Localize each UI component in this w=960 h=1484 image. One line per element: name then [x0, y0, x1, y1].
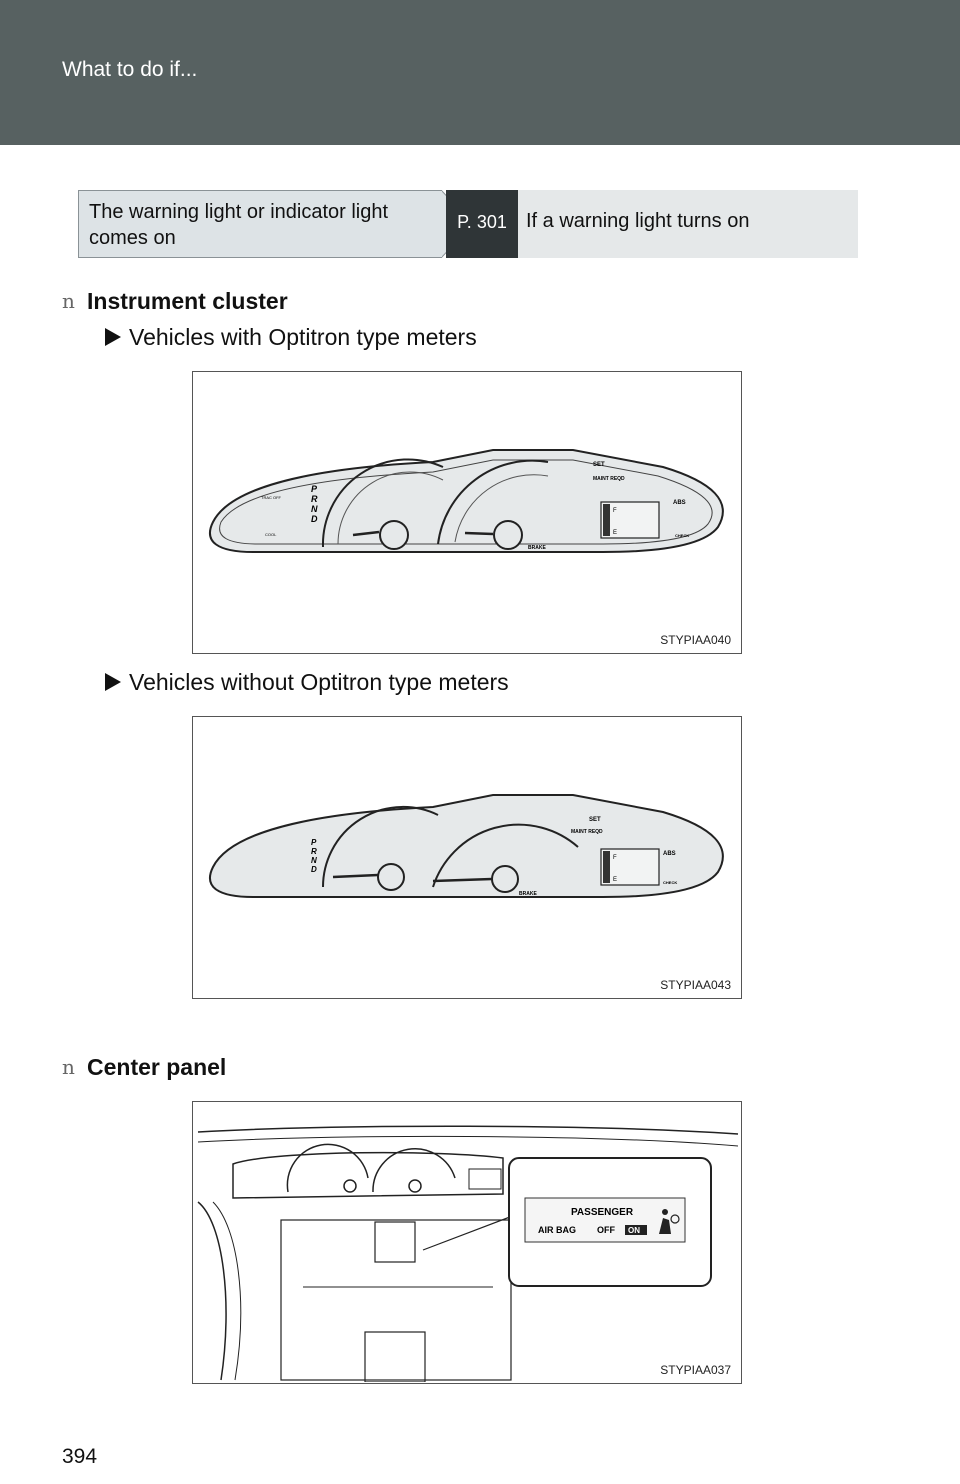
gear-n: N: [311, 504, 318, 514]
gear-d: D: [311, 865, 317, 874]
page-number: 394: [62, 1445, 98, 1468]
check-label: CHECK: [663, 880, 677, 885]
figure-optitron-cluster: P R N D MAINT REQD SET ABS CHECK BRAKE F…: [192, 371, 742, 654]
fuel-f-label: F: [613, 855, 617, 861]
seat-airbag-icon: [659, 1209, 680, 1234]
gear-r: R: [311, 494, 318, 504]
gear-d: D: [311, 514, 318, 524]
trac-off-label: TRAC OFF: [261, 495, 282, 500]
fuel-f-label: F: [613, 508, 617, 514]
figure-code-optitron: STYPIAA040: [660, 633, 731, 647]
triangle-marker-icon: [105, 328, 121, 346]
airbag-label: AIR BAG: [538, 1225, 576, 1235]
heading-instrument-cluster: Instrument cluster: [87, 288, 288, 314]
cluster-illustration: P R N D MAINT REQD SET ABS CHECK BRAKE F…: [208, 449, 724, 553]
maint-reqd-label: MAINT REQD: [593, 476, 625, 482]
gear-p: P: [311, 838, 317, 847]
subheading-non-optitron: Vehicles without Optitron type meters: [105, 669, 509, 696]
off-label: OFF: [597, 1225, 615, 1235]
action-text: If a warning light turns on: [518, 190, 858, 258]
condition-text: The warning light or indicator light com…: [89, 201, 389, 249]
cool-label: COOL: [265, 532, 277, 537]
subheading-optitron: Vehicles with Optitron type meters: [105, 324, 477, 351]
cluster-illustration: P R N D MAINT REQD SET ABS CHECK BRAKE F…: [208, 794, 724, 898]
figure-code-non-optitron: STYPIAA043: [660, 978, 731, 992]
gear-r: R: [311, 847, 317, 856]
gear-n: N: [311, 856, 317, 865]
fuel-e-label: E: [613, 877, 617, 883]
fuel-e-label: E: [613, 530, 617, 536]
section-title: What to do if...: [62, 58, 198, 81]
subheading-non-optitron-label: Vehicles without Optitron type meters: [129, 669, 509, 695]
abs-label: ABS: [663, 851, 676, 857]
set-label: SET: [593, 462, 605, 468]
set-label: SET: [589, 817, 601, 823]
triangle-marker-icon: [105, 673, 121, 691]
figure-code-center-panel: STYPIAA037: [660, 1363, 731, 1377]
page-ref-badge[interactable]: P. 301: [446, 190, 518, 258]
maint-reqd-label: MAINT REQD: [571, 829, 603, 835]
condition-box: The warning light or indicator light com…: [78, 190, 442, 258]
bullet-icon: n: [62, 1055, 75, 1079]
figure-non-optitron-cluster: P R N D MAINT REQD SET ABS CHECK BRAKE F…: [192, 716, 742, 999]
on-label: ON: [628, 1226, 640, 1235]
figure-center-panel: PASSENGER AIR BAG OFF ON STYPIAA037: [192, 1101, 742, 1384]
center-panel-illustration: PASSENGER AIR BAG OFF ON: [197, 1125, 739, 1383]
subheading-optitron-label: Vehicles with Optitron type meters: [129, 324, 477, 350]
gear-p: P: [311, 484, 318, 494]
brake-label: BRAKE: [528, 545, 546, 551]
abs-label: ABS: [673, 500, 686, 506]
reference-row: The warning light or indicator light com…: [78, 190, 858, 258]
header-band: What to do if...: [0, 0, 960, 145]
check-label: CHECK: [675, 533, 689, 538]
passenger-label: PASSENGER: [571, 1207, 634, 1218]
brake-label: BRAKE: [519, 891, 537, 897]
heading-center-panel: Center panel: [87, 1054, 227, 1080]
bullet-icon: n: [62, 289, 75, 313]
